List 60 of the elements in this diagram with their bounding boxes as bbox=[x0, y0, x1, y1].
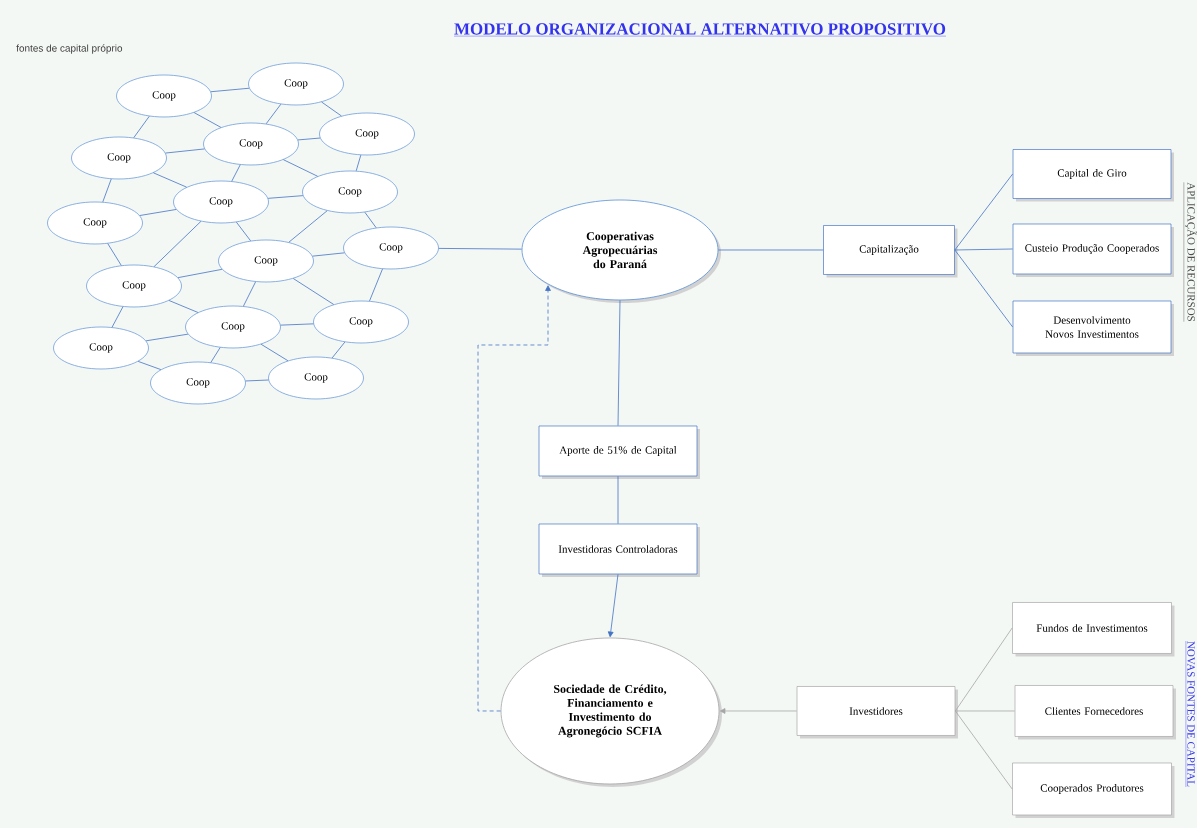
connector bbox=[718, 249, 824, 251]
connector bbox=[283, 159, 318, 177]
process-box: Capitalização bbox=[823, 225, 955, 275]
connector bbox=[321, 101, 342, 117]
connector bbox=[292, 278, 335, 305]
title: MODELO ORGANIZACIONAL ALTERNATIVO PROPOSITIVO bbox=[453, 23, 947, 37]
connector bbox=[355, 154, 362, 172]
connector bbox=[369, 268, 383, 302]
connector bbox=[288, 210, 328, 243]
process-box: Investidoras Controladoras bbox=[538, 523, 698, 575]
connector bbox=[438, 248, 522, 250]
connector bbox=[193, 112, 222, 128]
connector bbox=[243, 281, 256, 307]
connector bbox=[297, 137, 321, 141]
connector bbox=[210, 87, 250, 93]
connector bbox=[153, 220, 202, 267]
connector bbox=[231, 164, 241, 182]
connector bbox=[954, 248, 1014, 251]
process-box: Custeio Produção Cooperados bbox=[1012, 223, 1172, 275]
connector bbox=[165, 148, 205, 154]
connector bbox=[617, 300, 621, 427]
process-box: Aporte de 51% de Capital bbox=[538, 425, 698, 477]
connector bbox=[331, 341, 346, 359]
connector bbox=[364, 211, 377, 229]
connector bbox=[137, 361, 162, 370]
connector bbox=[153, 172, 187, 188]
connector bbox=[312, 252, 345, 257]
connector bbox=[111, 306, 124, 328]
process-box: Clientes Fornecedores bbox=[1014, 685, 1174, 737]
connector bbox=[145, 333, 189, 342]
connector bbox=[260, 343, 289, 362]
connector bbox=[954, 173, 1014, 251]
process-box: Capital de Giro bbox=[1012, 149, 1172, 199]
connector bbox=[267, 195, 304, 199]
connector bbox=[210, 347, 221, 363]
connector bbox=[107, 243, 122, 266]
connector bbox=[954, 627, 1013, 712]
connector bbox=[177, 268, 223, 279]
connector bbox=[133, 115, 150, 139]
connector bbox=[607, 573, 619, 638]
connector bbox=[280, 323, 314, 326]
process-box: Desenvolvimento Novos Investimentos bbox=[1012, 300, 1172, 354]
vertical-label: APLICAÇÃO DE RECURSOS bbox=[1183, 182, 1197, 322]
connector bbox=[139, 209, 177, 216]
connector bbox=[719, 708, 798, 714]
connector bbox=[265, 103, 282, 125]
connector bbox=[477, 285, 551, 712]
connector bbox=[954, 710, 1016, 712]
vertical-label: NOVAS FONTES DE CAPITAL bbox=[1185, 640, 1195, 788]
connector bbox=[168, 300, 199, 313]
process-box: Fundos de Investimentos bbox=[1012, 602, 1172, 654]
process-box: Cooperados Produtores bbox=[1012, 762, 1172, 816]
connector bbox=[245, 379, 269, 382]
connector bbox=[617, 475, 619, 525]
connector bbox=[102, 178, 112, 203]
connector bbox=[954, 249, 1014, 328]
connector bbox=[236, 221, 251, 242]
process-box: Investidores bbox=[796, 686, 956, 736]
note-label: fontes de capital próprio bbox=[16, 44, 123, 54]
connector bbox=[954, 710, 1013, 790]
